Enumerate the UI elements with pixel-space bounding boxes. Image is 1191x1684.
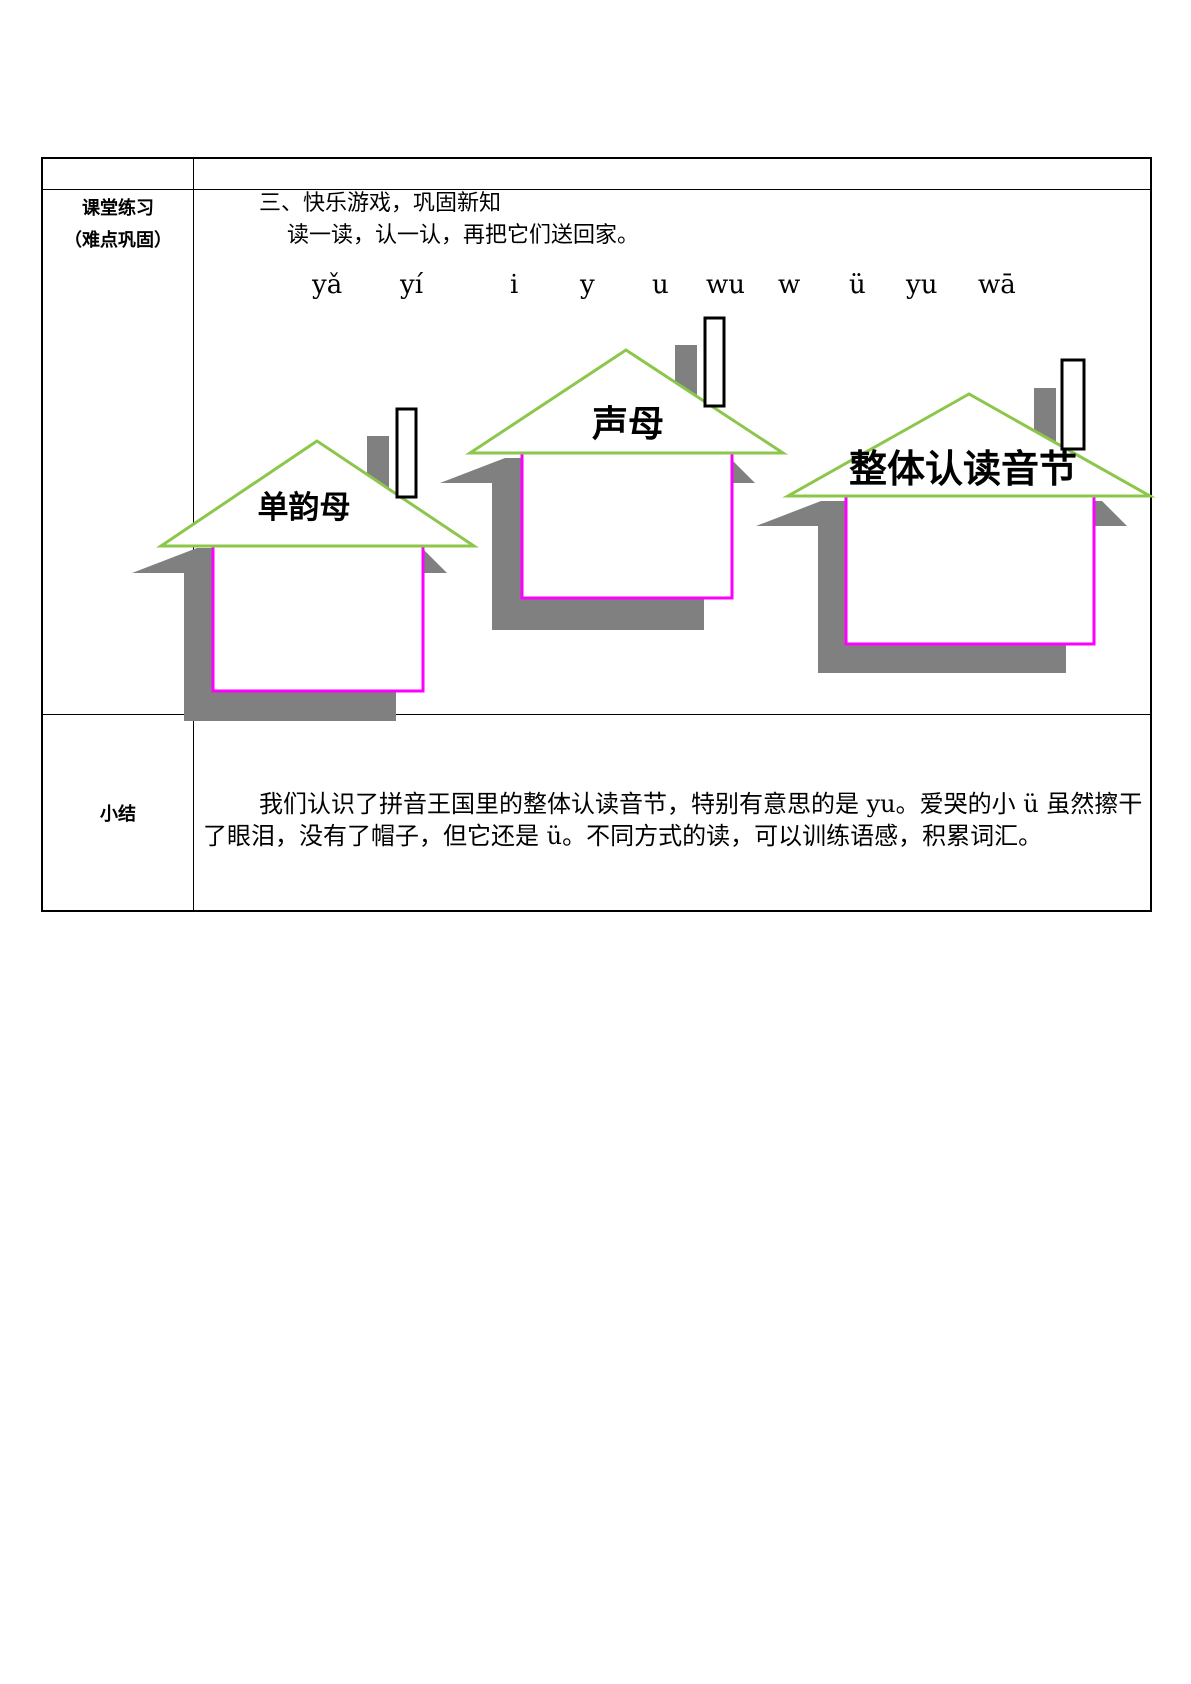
practice-label-line2: （难点巩固） [64, 230, 172, 251]
exercise-instruction: 读一读，认一认，再把它们送回家。 [287, 223, 640, 248]
chimney [703, 316, 726, 408]
house-whole-syllables: 整体认读音节 [756, 358, 1156, 673]
syllable: u [652, 270, 669, 300]
syllable: ü [849, 270, 866, 300]
summary-text: 我们认识了拼音王国里的整体认读音节，特别有意思的是 yu。爱哭的小 ü 虽然擦干… [203, 790, 1143, 850]
house-single-finals: 单韵母 [132, 407, 479, 721]
table-row-divider [43, 189, 1150, 190]
house-label: 声母 [592, 404, 664, 445]
practice-label-line1: 课堂练习 [82, 198, 154, 219]
chimney [1060, 358, 1086, 451]
house-wall [844, 494, 1096, 646]
syllable: wā [978, 270, 1016, 300]
house-roof [782, 392, 1156, 498]
exercise-heading: 三、快乐游戏，巩固新知 [259, 191, 502, 216]
syllable: y [580, 270, 595, 300]
house-initials: 声母 [440, 316, 789, 630]
syllable: yǎ [312, 270, 343, 300]
house-wall [520, 451, 734, 600]
syllable: i [510, 270, 519, 300]
house-wall [211, 544, 425, 693]
house-label: 整体认读音节 [849, 447, 1077, 491]
chimney [395, 407, 418, 499]
syllable: wu [706, 270, 745, 300]
table-row-divider [43, 714, 1150, 715]
lesson-table: 课堂练习 （难点巩固） 小结 [41, 157, 1152, 912]
house-label: 单韵母 [258, 490, 351, 526]
practice-label: 课堂练习 （难点巩固） [43, 193, 193, 257]
syllable: w [778, 270, 801, 300]
summary-label: 小结 [100, 804, 136, 825]
syllable: yu [906, 270, 938, 300]
syllable: yí [400, 270, 424, 300]
houses-illustration: 单韵母 声母 整体认读音节 [132, 316, 1156, 721]
